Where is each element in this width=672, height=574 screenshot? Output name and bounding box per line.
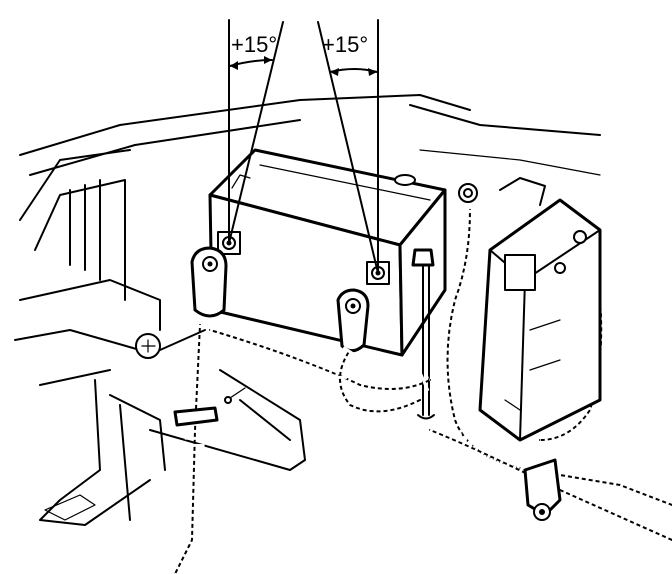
ground-stud <box>224 387 246 404</box>
cable-end-left <box>190 246 228 318</box>
junction-block <box>458 177 602 442</box>
angle-label-right: +15° <box>322 32 368 57</box>
vehicle-body-panels <box>14 94 601 526</box>
angle-label-left: +15° <box>231 32 277 57</box>
harness-clamp <box>135 329 219 427</box>
lower-bracket <box>523 458 562 521</box>
angle-indicator-right: +15° <box>317 19 379 274</box>
battery <box>208 148 447 357</box>
angle-indicator-left: +15° <box>228 19 284 244</box>
cable-end-right <box>336 288 370 353</box>
